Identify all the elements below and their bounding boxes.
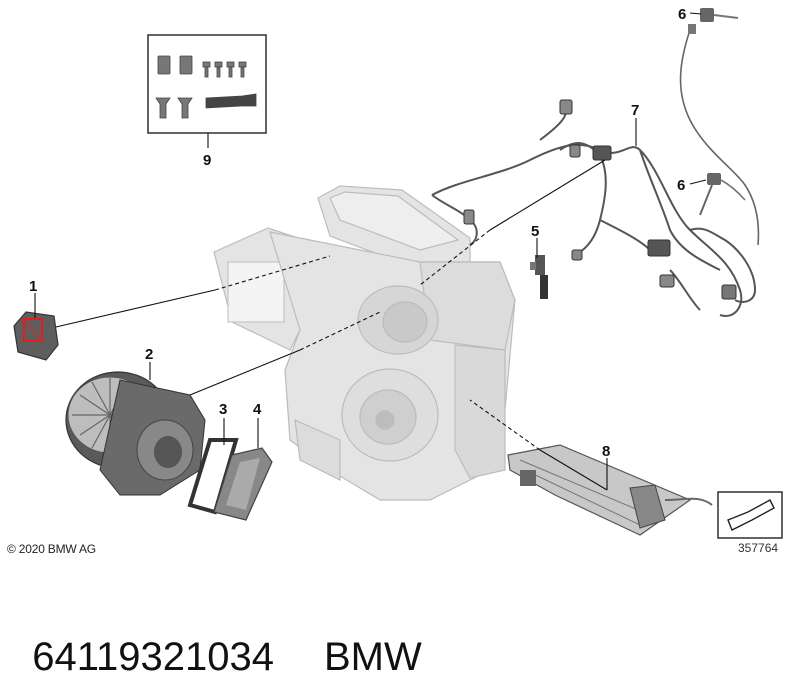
- temperature-sensor-lower: [699, 173, 746, 216]
- diagram-reference-number: 357764: [738, 541, 779, 555]
- footer-caption: 64119321034 BMW: [10, 590, 422, 680]
- callout-6-lower[interactable]: 6: [677, 177, 685, 194]
- hardware-kit: [147, 34, 267, 134]
- callout-7[interactable]: 7: [631, 102, 639, 119]
- temperature-sensor-upper: [679, 8, 760, 246]
- heat-exchanger: [507, 444, 713, 536]
- callout-1[interactable]: 1: [29, 278, 37, 295]
- callout-3[interactable]: 3: [219, 401, 227, 418]
- harness-connectors: [463, 99, 737, 300]
- callout-4[interactable]: 4: [253, 401, 262, 418]
- copyright-text: © 2020 BMW AG: [7, 542, 96, 556]
- heater-housing: [213, 185, 516, 501]
- orientation-arrow-icon: [717, 491, 783, 539]
- callout-8[interactable]: 8: [602, 443, 610, 460]
- actuator-motor: [13, 311, 59, 361]
- callout-9[interactable]: 9: [203, 152, 211, 169]
- leader-lines: [34, 12, 707, 491]
- blower-motor: [65, 371, 206, 496]
- callout-6-upper[interactable]: 6: [678, 6, 686, 23]
- callout-5[interactable]: 5: [531, 223, 539, 240]
- blower-regulator: [213, 447, 273, 521]
- callout-2[interactable]: 2: [145, 346, 153, 363]
- brand-name: BMW: [323, 635, 422, 679]
- wiring-harness: [431, 104, 757, 317]
- part-number: 64119321034: [32, 635, 274, 679]
- sensor-probe: [530, 255, 548, 299]
- callouts: 1 2 3 4 5 6 6 7 8 9: [29, 6, 686, 460]
